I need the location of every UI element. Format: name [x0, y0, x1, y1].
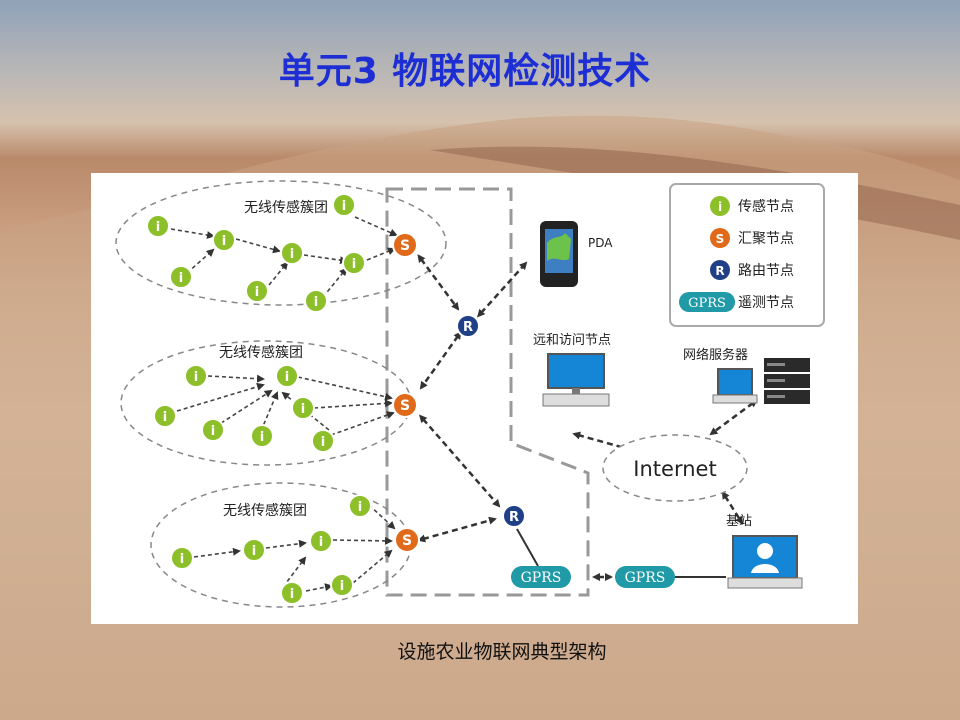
server-label: 网络服务器 — [683, 347, 748, 363]
svg-text:R: R — [509, 510, 519, 525]
sensor-node-icon: i — [242, 538, 266, 562]
sensor-node-icon: i — [342, 251, 366, 275]
cluster-1-ellipse — [115, 180, 447, 306]
gprs-node-icon: GPRS — [511, 566, 571, 588]
svg-text:i: i — [301, 402, 305, 417]
base-station-label: 基站 — [726, 514, 752, 529]
legend-gprs-icon: GPRS — [679, 292, 735, 312]
internet-cloud — [602, 434, 748, 502]
cluster-2-label: 无线传感簇团 — [219, 344, 303, 361]
internet-label: Internet — [633, 457, 716, 481]
server-icon — [712, 358, 810, 404]
sensor-node-icon: i — [348, 494, 372, 518]
svg-text:i: i — [718, 200, 722, 214]
svg-text:S: S — [400, 238, 410, 254]
svg-text:i: i — [180, 552, 184, 567]
solid-links — [516, 528, 726, 578]
remote-access-label: 远和访问节点 — [533, 333, 611, 348]
router-node-icon: R — [502, 504, 526, 528]
sensor-node-icon: i — [201, 418, 225, 442]
svg-text:i: i — [222, 234, 226, 249]
svg-text:i: i — [285, 370, 289, 385]
svg-text:i: i — [342, 199, 346, 214]
computer-icon — [542, 353, 610, 407]
legend-gprs-label: 遥测节点 — [738, 295, 794, 311]
svg-text:S: S — [402, 533, 412, 549]
sensor-node-icon: i — [153, 404, 177, 428]
router-node-icon: R — [456, 314, 480, 338]
legend-router-label: 路由节点 — [738, 263, 794, 279]
sensor-node-icon: i — [330, 573, 354, 597]
sink-node-icon: S — [394, 527, 420, 553]
backbone-links — [417, 254, 758, 581]
svg-text:GPRS: GPRS — [688, 296, 726, 311]
sensor-node-icon: i — [275, 364, 299, 388]
svg-text:i: i — [290, 587, 294, 602]
sensor-node-icon: i — [170, 546, 194, 570]
cluster-3-label: 无线传感簇团 — [223, 502, 307, 519]
sink-node-icon: S — [392, 392, 418, 418]
svg-text:R: R — [715, 264, 724, 278]
pda-device-icon — [540, 221, 578, 287]
cluster-1-links — [170, 216, 398, 298]
svg-text:i: i — [252, 544, 256, 559]
legend-sink-icon: S — [710, 228, 730, 248]
cluster-1-label: 无线传感簇团 — [244, 199, 328, 216]
svg-text:R: R — [463, 320, 473, 335]
svg-text:i: i — [358, 500, 362, 515]
svg-text:S: S — [716, 232, 725, 246]
sensor-node-icon: i — [304, 289, 328, 313]
sensor-node-icon: i — [280, 581, 304, 605]
svg-text:i: i — [290, 247, 294, 262]
svg-text:i: i — [260, 430, 264, 445]
svg-text:i: i — [340, 579, 344, 594]
slide-title: 单元3 物联网检测技术 — [278, 51, 652, 92]
svg-text:S: S — [400, 398, 410, 414]
legend-sink-label: 汇聚节点 — [738, 231, 794, 247]
svg-text:i: i — [352, 257, 356, 272]
sensor-node-icon: i — [212, 228, 236, 252]
svg-text:i: i — [156, 220, 160, 235]
svg-text:i: i — [179, 271, 183, 286]
legend: i 传感节点 S 汇聚节点 R 路由节点 GPRS 遥测节点 — [669, 183, 825, 327]
svg-text:GPRS: GPRS — [521, 570, 562, 586]
diagram-caption: 设施农业物联网典型架构 — [397, 641, 607, 663]
svg-text:i: i — [321, 435, 325, 450]
sensor-node-icon: i — [245, 279, 269, 303]
legend-sensor-icon: i — [710, 196, 730, 216]
sensor-node-icon: i — [291, 396, 315, 420]
svg-text:i: i — [163, 410, 167, 425]
sensor-node-icon: i — [311, 429, 335, 453]
sensor-node-icon: i — [309, 529, 333, 553]
sensor-node-icon: i — [280, 241, 304, 265]
svg-text:i: i — [211, 424, 215, 439]
gprs-node-icon: GPRS — [615, 566, 675, 588]
sensor-node-icon: i — [184, 364, 208, 388]
svg-text:i: i — [314, 295, 318, 310]
sensor-node-icon: i — [146, 214, 170, 238]
sensor-node-icon: i — [169, 265, 193, 289]
sink-node-icon: S — [392, 232, 418, 258]
architecture-diagram: 无线传感簇团 无线传感簇团 无线传感簇团 — [91, 173, 858, 624]
svg-text:i: i — [255, 285, 259, 300]
legend-sensor-label: 传感节点 — [738, 198, 794, 215]
cluster-3-links — [193, 504, 396, 592]
legend-router-icon: R — [710, 260, 730, 280]
sensor-node-icon: i — [332, 193, 356, 217]
sensor-node-icon: i — [250, 424, 274, 448]
svg-text:i: i — [319, 535, 323, 550]
base-station-icon — [727, 535, 803, 589]
network-boundary — [385, 187, 590, 597]
svg-text:GPRS: GPRS — [625, 570, 666, 586]
svg-text:i: i — [194, 370, 198, 385]
sensor-nodes: i i i i i i i i i i i i i i i i i i i i … — [146, 193, 372, 605]
pda-label: PDA — [588, 236, 613, 250]
